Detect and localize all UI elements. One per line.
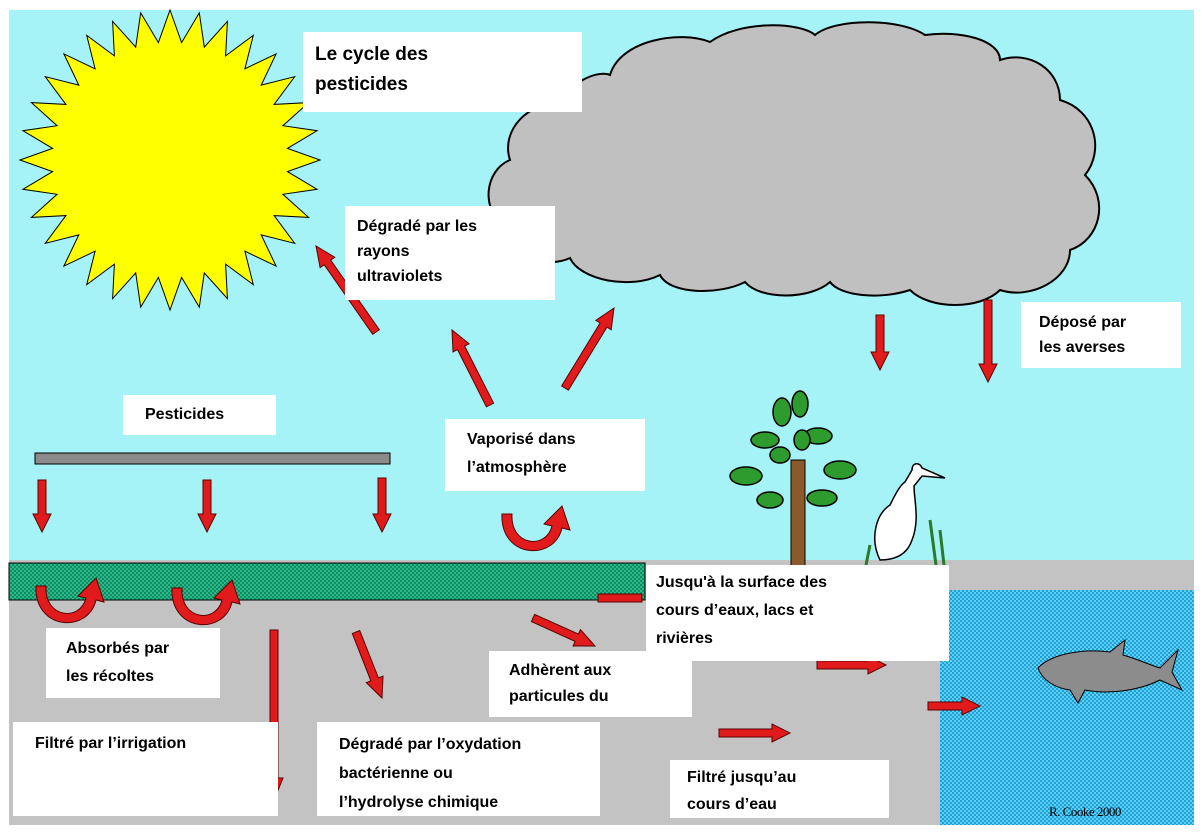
- label-line: Adhèrent aux: [509, 662, 612, 679]
- label-line: particules du: [509, 688, 609, 705]
- curved-arrow-icon: [501, 505, 571, 552]
- curved-arrow-icon: [35, 577, 105, 624]
- title-line: pesticides: [315, 74, 408, 95]
- arrow-icon: [197, 479, 217, 534]
- label-line: Filtré jusqu’au: [687, 769, 797, 786]
- sun-icon: [18, 8, 322, 312]
- label-irrigation-leaching: Filtré par l’irrigation: [13, 722, 278, 816]
- fish-icon: [1037, 638, 1184, 705]
- label-pesticides: Pesticides: [123, 395, 276, 435]
- arrow-icon: [530, 613, 597, 647]
- arrow-icon: [978, 299, 998, 384]
- label-rain-deposit: Déposé par les averses: [1021, 302, 1181, 368]
- label-line: les récoltes: [66, 668, 155, 685]
- label-crop-absorption: Absorbés par les récoltes: [46, 628, 220, 698]
- label-line: Vaporisé dans: [467, 431, 576, 448]
- arrow-icon: [351, 629, 384, 700]
- label-line: l’atmosphère: [467, 459, 567, 476]
- label-uv-degradation: Dégradé par les rayons ultraviolets: [345, 206, 555, 300]
- label-oxidation-degradation: Dégradé par l’oxydation bactérienne ou l…: [317, 722, 600, 816]
- water-body: [940, 590, 1194, 825]
- heron-icon: [864, 463, 946, 566]
- arrow-icon: [927, 696, 982, 716]
- arrow-icon: [451, 328, 495, 408]
- page-title: Le cycle des pesticides: [303, 32, 582, 112]
- tree-icon: [729, 390, 857, 569]
- label-line: Dégradé par les: [357, 218, 478, 235]
- label-line: rivières: [656, 630, 713, 647]
- author-credit: R. Cooke 2000: [1049, 804, 1121, 819]
- label-line: ultraviolets: [357, 268, 443, 285]
- crop-field: [8, 562, 646, 601]
- arrow-icon: [32, 244, 998, 802]
- label-vaporization: Vaporisé dans l’atmosphère: [445, 419, 645, 491]
- label-soil-adhesion: Adhèrent aux particules du: [489, 651, 692, 717]
- label-line: Déposé par: [1039, 314, 1127, 331]
- label-line: Dégradé par l’oxydation: [339, 736, 522, 753]
- label-line: bactérienne ou: [339, 765, 453, 782]
- label-line: cours d’eaux, lacs et: [656, 602, 814, 619]
- label-line: Filtré par l’irrigation: [35, 735, 187, 752]
- label-line: rayons: [357, 243, 410, 260]
- arrow-icon: [597, 593, 643, 603]
- label-line: les averses: [1039, 339, 1126, 356]
- arrow-icon: [32, 479, 52, 534]
- title-line: Le cycle des: [315, 44, 429, 65]
- arrow-icon: [560, 306, 615, 391]
- arrow-icon: [718, 723, 792, 743]
- label-line: Jusqu'à la surface des: [656, 574, 827, 591]
- curved-arrow-icon: [171, 579, 241, 626]
- label-line: Absorbés par: [66, 640, 170, 657]
- label-line: Pesticides: [145, 406, 225, 423]
- arrow-icon: [372, 477, 392, 534]
- pesticide-spray-bar: [34, 452, 391, 465]
- arrow-icon: [870, 314, 890, 372]
- label-line: cours d’eau: [687, 796, 777, 813]
- label-line: l’hydrolyse chimique: [339, 794, 499, 811]
- label-groundwater-filtration: Filtré jusqu’au cours d’eau: [670, 760, 889, 818]
- label-surface-runoff: Jusqu'à la surface des cours d’eaux, lac…: [646, 565, 949, 661]
